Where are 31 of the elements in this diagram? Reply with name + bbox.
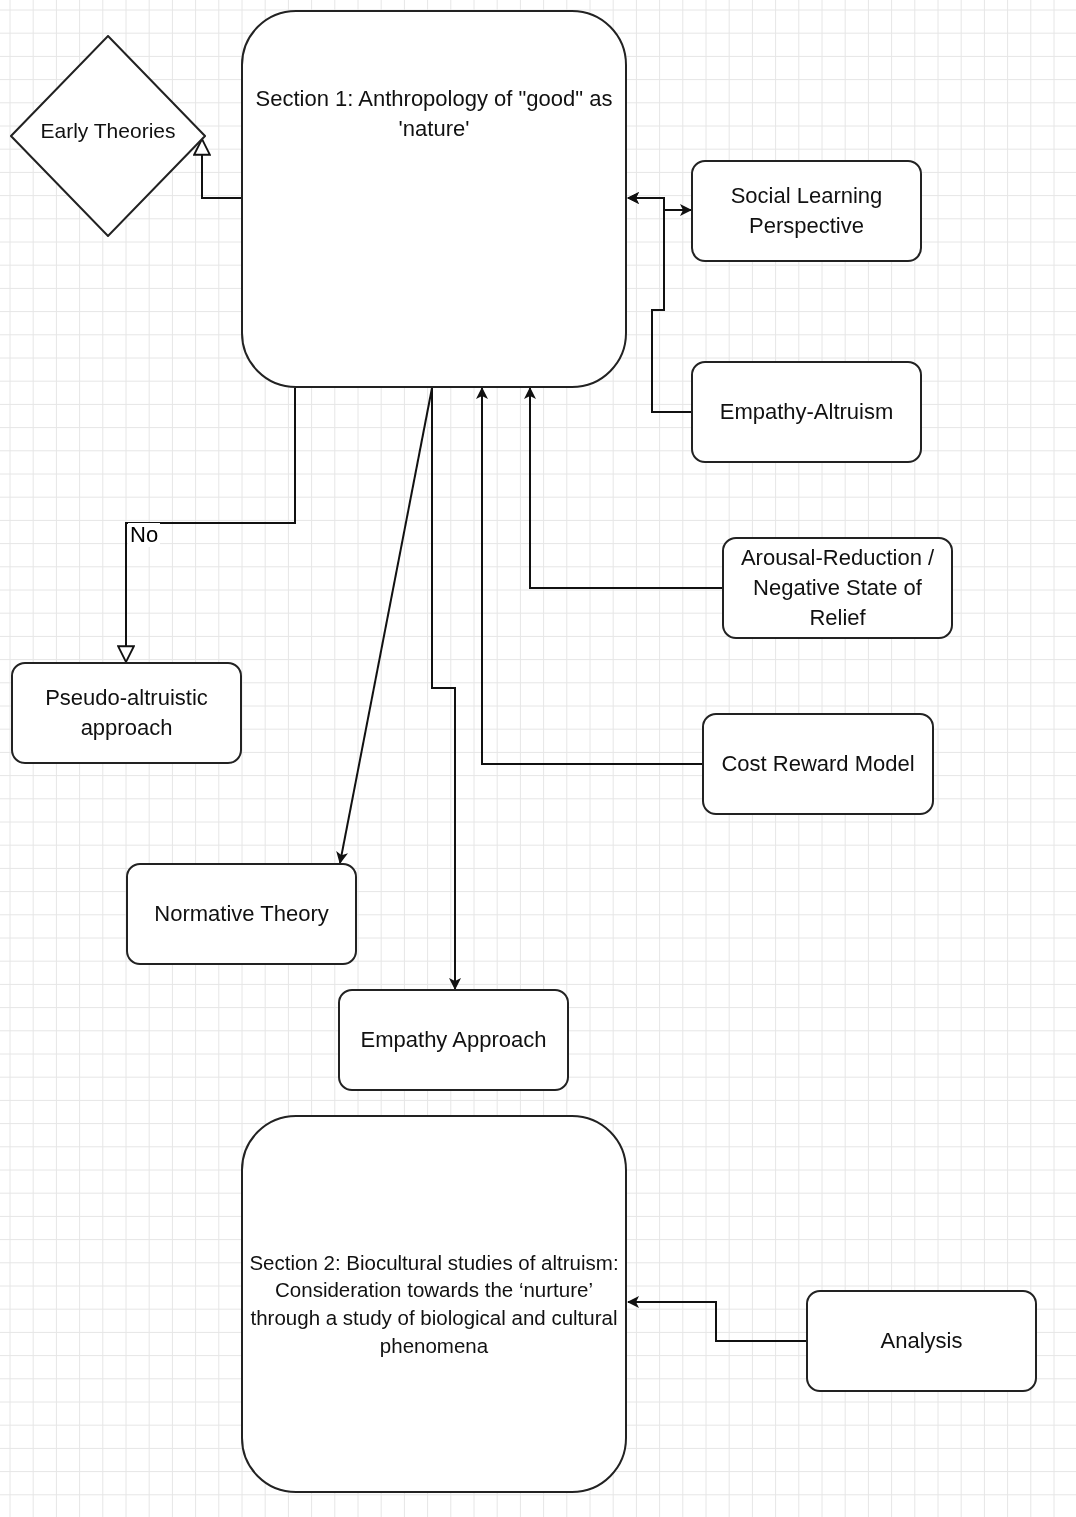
process-box (722, 537, 953, 639)
node-text: Arousal-Reduction / Negative State of Relief (739, 544, 936, 632)
node-text: Cost Reward Model (721, 750, 915, 779)
edge-label: No (128, 523, 161, 548)
process-box (126, 863, 357, 965)
decision-diamond (10, 35, 206, 237)
node-text: Normative Theory (154, 900, 329, 929)
process-box (691, 160, 922, 262)
section-box (241, 1115, 627, 1493)
arrow (627, 1296, 807, 1342)
arrow (627, 192, 692, 413)
process-box (338, 989, 569, 1091)
section-box (241, 10, 627, 388)
arrow (117, 387, 296, 663)
arrow (431, 387, 461, 990)
process-box (702, 713, 934, 815)
node-text: Empathy Approach (360, 1026, 547, 1055)
node-text: Section 2: Biocultural studies of altruism: Consideration towards the ‘nurture’ through a study of biological and cultural phenomena (248, 1249, 620, 1359)
process-box (11, 662, 242, 764)
node-text: Empathy-Altruism (719, 398, 894, 427)
node-text: Pseudo-altruistic approach (44, 684, 209, 742)
node-text: Analysis (880, 1327, 963, 1356)
arrow (193, 138, 242, 199)
node-text: Section 1: Anthropology of "good" as 'nature' (254, 85, 614, 143)
arrow (336, 387, 433, 864)
process-box (691, 361, 922, 463)
arrow (476, 387, 703, 765)
arrow (524, 387, 723, 589)
node-text: Social Learning Perspective (729, 182, 884, 240)
node-text: Early Theories (40, 117, 176, 144)
process-box (806, 1290, 1037, 1392)
